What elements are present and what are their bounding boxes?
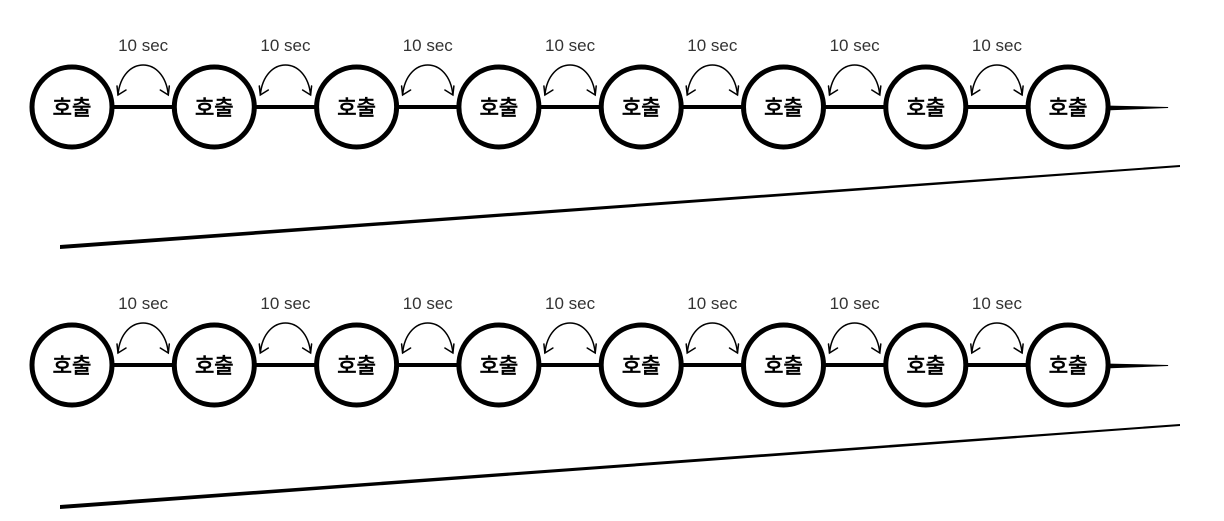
call-node xyxy=(1025,64,1111,150)
call-node-label: 호출 xyxy=(480,354,519,378)
arrowhead-icon xyxy=(159,85,171,97)
arrowhead-icon xyxy=(116,85,127,97)
arrowhead-icon xyxy=(1013,343,1024,355)
arrowhead-icon xyxy=(543,85,554,97)
arrowhead-icon xyxy=(827,343,839,355)
call-node-label: 호출 xyxy=(906,354,945,378)
call-node-label: 호출 xyxy=(53,354,92,378)
arrowhead-icon xyxy=(1013,85,1024,97)
call-node xyxy=(29,64,115,150)
interval-arrow xyxy=(401,64,454,96)
call-node-label: 호출 xyxy=(906,96,945,120)
interval-arrow xyxy=(544,322,596,354)
call-node xyxy=(598,64,684,150)
call-node xyxy=(29,322,115,408)
call-node-label: 호출 xyxy=(195,354,234,378)
call-node-label: 호출 xyxy=(1049,96,1088,120)
call-node-label: 호출 xyxy=(622,354,661,378)
arrowhead-icon xyxy=(159,343,171,355)
call-node-label: 호출 xyxy=(764,96,803,120)
interval-label: 10 sec xyxy=(118,36,169,55)
interval-arrow xyxy=(259,322,312,354)
interval-label: 10 sec xyxy=(545,294,596,313)
interval-label: 10 sec xyxy=(687,36,738,55)
arrowhead-icon xyxy=(970,85,981,97)
interval-arrow xyxy=(828,64,881,96)
interval-label: 10 sec xyxy=(972,294,1023,313)
interval-arrow xyxy=(971,322,1023,354)
interval-label: 10 sec xyxy=(545,36,596,55)
arrowhead-icon xyxy=(258,343,270,355)
call-node-label: 호출 xyxy=(764,354,803,378)
interval-arrow xyxy=(401,322,454,354)
row-1-return-line xyxy=(60,165,1180,249)
call-node xyxy=(741,64,826,150)
interval-label: 10 sec xyxy=(830,36,881,55)
arrowhead-icon xyxy=(444,343,455,355)
interval-arrow xyxy=(971,64,1023,96)
call-node xyxy=(456,64,542,150)
interval-arrow xyxy=(544,64,596,96)
interval-arrow xyxy=(686,322,739,354)
call-node xyxy=(1025,322,1111,408)
call-node-label: 호출 xyxy=(337,354,376,378)
call-node xyxy=(314,322,400,408)
arrowhead-icon xyxy=(116,343,127,355)
arrowhead-icon xyxy=(400,85,412,97)
interval-label: 10 sec xyxy=(260,294,311,313)
row-1-trailing-line xyxy=(1104,105,1169,111)
arrowhead-icon xyxy=(685,85,696,97)
interval-arrow xyxy=(117,64,170,96)
arrowhead-icon xyxy=(586,343,597,355)
call-node-label: 호출 xyxy=(480,96,519,120)
interval-arrow xyxy=(259,64,312,96)
arrowhead-icon xyxy=(728,85,740,97)
call-node xyxy=(456,322,542,408)
call-node-label: 호출 xyxy=(622,96,661,120)
interval-label: 10 sec xyxy=(260,36,311,55)
arrowhead-icon xyxy=(728,343,740,355)
arrowhead-icon xyxy=(400,343,412,355)
arrowhead-icon xyxy=(970,343,981,355)
arrowhead-icon xyxy=(543,343,554,355)
arrowhead-icon xyxy=(301,343,313,355)
arrowhead-icon xyxy=(301,85,313,97)
arrowhead-icon xyxy=(871,343,882,355)
call-node xyxy=(883,322,969,408)
interval-label: 10 sec xyxy=(830,294,881,313)
interval-label: 10 sec xyxy=(972,36,1023,55)
row-2-return-line xyxy=(60,424,1180,509)
call-node xyxy=(883,64,969,150)
call-node-label: 호출 xyxy=(53,96,92,120)
call-node xyxy=(741,322,826,408)
interval-label: 10 sec xyxy=(403,294,454,313)
interval-arrow xyxy=(828,322,881,354)
call-node xyxy=(171,322,257,408)
interval-label: 10 sec xyxy=(118,294,169,313)
arrowhead-icon xyxy=(871,85,882,97)
interval-label: 10 sec xyxy=(403,36,454,55)
arrowhead-icon xyxy=(258,85,270,97)
call-node xyxy=(598,322,684,408)
arrowhead-icon xyxy=(827,85,839,97)
interval-label: 10 sec xyxy=(687,294,738,313)
arrowhead-icon xyxy=(444,85,455,97)
row-2-trailing-line xyxy=(1104,363,1169,369)
call-node-label: 호출 xyxy=(1049,354,1088,378)
arrowhead-icon xyxy=(685,343,696,355)
call-node xyxy=(171,64,257,150)
call-node xyxy=(314,64,400,150)
arrowhead-icon xyxy=(586,85,597,97)
interval-arrow xyxy=(117,322,170,354)
call-node-label: 호출 xyxy=(337,96,376,120)
call-node-label: 호출 xyxy=(195,96,234,120)
interval-arrow xyxy=(686,64,739,96)
